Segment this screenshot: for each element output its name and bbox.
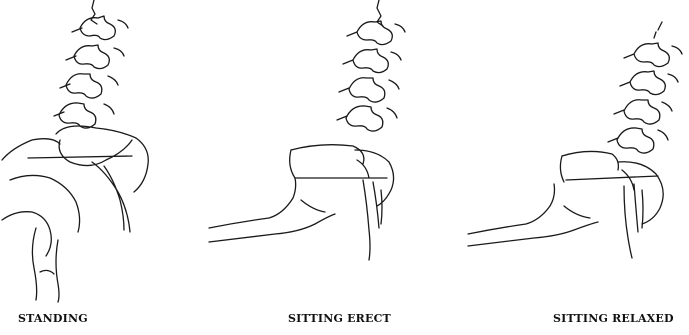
caption-sitting-relaxed: SITTING RELAXED	[553, 312, 674, 325]
standing-spine-pelvis-drawing	[0, 0, 230, 305]
sitting-erect-spine-pelvis-drawing	[205, 0, 425, 305]
caption-sitting-erect: SITTING ERECT	[288, 312, 391, 325]
caption-standing: STANDING	[18, 312, 88, 325]
sitting-relaxed-spine-pelvis-drawing	[462, 0, 689, 305]
